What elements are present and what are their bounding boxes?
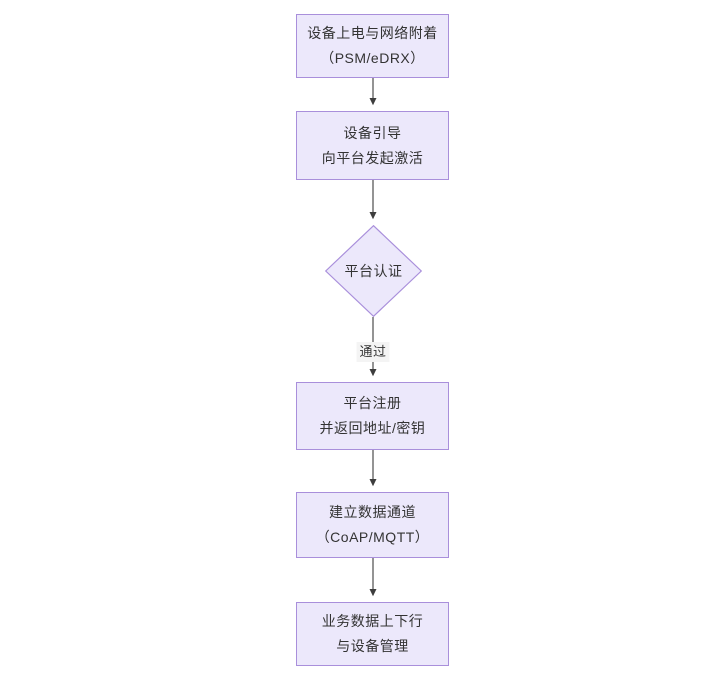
node-business-data-line-1: 业务数据上下行 bbox=[321, 613, 424, 629]
node-power-on-line-1: 设备上电与网络附着 bbox=[307, 25, 438, 41]
node-bootstrap-line-2: 向平台发起激活 bbox=[321, 149, 424, 166]
node-data-channel[interactable]: 建立数据通道 （CoAP/MQTT） bbox=[296, 492, 449, 558]
edge-label-pass: 通过 bbox=[356, 342, 390, 362]
node-platform-auth-label: 平台认证 bbox=[344, 263, 403, 279]
node-business-data[interactable]: 业务数据上下行 与设备管理 bbox=[296, 602, 449, 666]
node-bootstrap[interactable]: 设备引导 向平台发起激活 bbox=[296, 111, 449, 180]
node-power-on-line-2: （PSM/eDRX） bbox=[320, 50, 425, 66]
diamond-shape bbox=[325, 225, 422, 317]
node-data-channel-line-1: 建立数据通道 bbox=[329, 504, 416, 520]
node-bootstrap-line-1: 设备引导 bbox=[343, 124, 402, 141]
node-platform-register-line-1: 平台注册 bbox=[343, 395, 402, 411]
node-platform-register[interactable]: 平台注册 并返回地址/密钥 bbox=[296, 382, 449, 450]
node-business-data-line-2: 与设备管理 bbox=[336, 638, 409, 654]
node-platform-register-line-2: 并返回地址/密钥 bbox=[319, 420, 426, 436]
node-platform-auth[interactable]: 平台认证 bbox=[325, 225, 422, 317]
node-power-on[interactable]: 设备上电与网络附着 （PSM/eDRX） bbox=[296, 14, 449, 78]
node-data-channel-line-2: （CoAP/MQTT） bbox=[315, 529, 430, 545]
